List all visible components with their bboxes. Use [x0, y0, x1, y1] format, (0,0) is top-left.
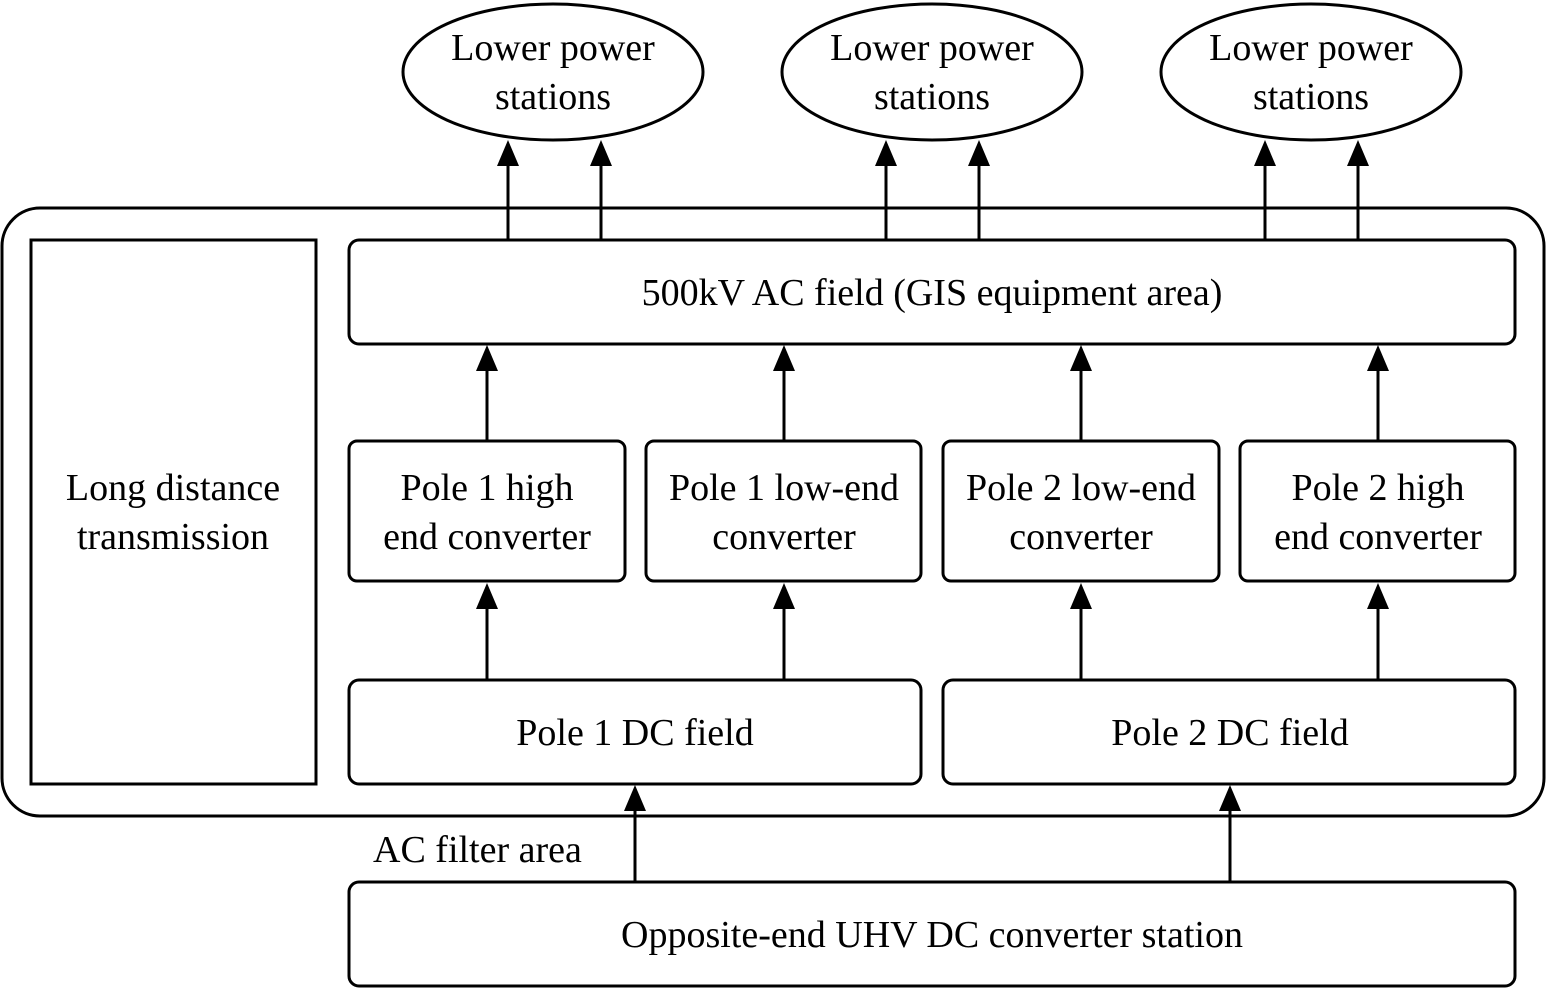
- pole1-low-to-ac-arrowhead: [773, 345, 795, 371]
- long-distance-transmission-box: Long distance transmission: [29, 238, 318, 786]
- opposite-to-pole2-dc-arrowhead: [1219, 785, 1241, 811]
- dc-to-converter-arrows: [476, 583, 1389, 680]
- pole1-low-converter-line1: Pole 1 low-end: [669, 467, 899, 509]
- pole2-dc-to-low-arrowhead: [1070, 583, 1092, 609]
- pole2-low-converter-line2: converter: [1009, 516, 1153, 558]
- pole2-low-to-ac-arrowhead: [1070, 345, 1092, 371]
- ac-field-box: 500kV AC field (GIS equipment area): [347, 238, 1517, 346]
- lower-power-stations-2: Lower power stations: [780, 2, 1084, 142]
- long-distance-transmission-shape: [29, 238, 318, 786]
- pole1-high-converter-line2: end converter: [383, 516, 591, 558]
- lower-power-stations-2-line2: stations: [874, 76, 990, 118]
- pole2-dc-to-high-arrowhead: [1367, 583, 1389, 609]
- ac-field-label: 500kV AC field (GIS equipment area): [642, 272, 1223, 314]
- opposite-to-dc-arrows: [624, 785, 1241, 882]
- pole2-high-converter-box: Pole 2 high end converter: [1238, 439, 1517, 583]
- lower-power-stations-1-line1: Lower power: [451, 27, 655, 69]
- ac-field-shape: [347, 238, 1517, 346]
- opposite-station-label: Opposite-end UHV DC converter station: [621, 914, 1243, 956]
- lower-power-stations-2-line1: Lower power: [830, 27, 1034, 69]
- pole2-dc-field-shape: [941, 678, 1517, 786]
- lower-power-stations-1-shape: [401, 2, 705, 142]
- long-distance-transmission-line2: transmission: [77, 516, 269, 558]
- lower-power-stations-2-shape: [780, 2, 1084, 142]
- pole1-low-converter-line2: converter: [712, 516, 856, 558]
- pole2-low-converter-line1: Pole 2 low-end: [966, 467, 1196, 509]
- lower-power-stations-3: Lower power stations: [1159, 2, 1463, 142]
- ac-to-station-arrowhead-3b: [1347, 140, 1369, 166]
- pole1-high-to-ac-arrowhead: [476, 345, 498, 371]
- ac-to-station-arrowhead-3a: [1254, 140, 1276, 166]
- pole1-dc-to-low-arrowhead: [773, 583, 795, 609]
- lower-power-stations-1-line2: stations: [495, 76, 611, 118]
- pole1-dc-to-high-arrowhead: [476, 583, 498, 609]
- pole2-high-converter-shape: [1238, 439, 1517, 583]
- ac-to-station-arrowhead-2b: [968, 140, 990, 166]
- converter-to-ac-arrows: [476, 345, 1389, 441]
- pole2-dc-field-label: Pole 2 DC field: [1111, 712, 1348, 754]
- ac-to-stations-arrows: [497, 140, 1369, 240]
- opposite-station-shape: [347, 880, 1517, 988]
- pole2-high-to-ac-arrowhead: [1367, 345, 1389, 371]
- lower-power-stations-3-shape: [1159, 2, 1463, 142]
- pole1-low-converter-shape: [644, 439, 923, 583]
- pole2-dc-field-box: Pole 2 DC field: [941, 678, 1517, 786]
- lower-power-stations-3-line1: Lower power: [1209, 27, 1413, 69]
- pole1-high-converter-line1: Pole 1 high: [400, 467, 573, 509]
- lower-power-stations-1: Lower power stations: [401, 2, 705, 142]
- pole2-low-converter-box: Pole 2 low-end converter: [941, 439, 1221, 583]
- ac-to-station-arrowhead-1a: [497, 140, 519, 166]
- pole2-high-converter-line2: end converter: [1274, 516, 1482, 558]
- long-distance-transmission-line1: Long distance: [66, 467, 280, 509]
- opposite-to-pole1-dc-arrowhead: [624, 785, 646, 811]
- pole1-dc-field-label: Pole 1 DC field: [516, 712, 753, 754]
- pole1-high-converter-box: Pole 1 high end converter: [347, 439, 627, 583]
- ac-to-station-arrowhead-2a: [875, 140, 897, 166]
- pole2-high-converter-line1: Pole 2 high: [1291, 467, 1464, 509]
- station-boundary: [0, 206, 1546, 818]
- ac-filter-area-label: AC filter area: [373, 829, 582, 871]
- pole1-dc-field-box: Pole 1 DC field: [347, 678, 923, 786]
- pole1-high-converter-shape: [347, 439, 627, 583]
- pole2-low-converter-shape: [941, 439, 1221, 583]
- opposite-station-box: Opposite-end UHV DC converter station: [347, 880, 1517, 988]
- ac-to-station-arrowhead-1b: [590, 140, 612, 166]
- pole1-dc-field-shape: [347, 678, 923, 786]
- pole1-low-converter-box: Pole 1 low-end converter: [644, 439, 923, 583]
- lower-power-stations-3-line2: stations: [1253, 76, 1369, 118]
